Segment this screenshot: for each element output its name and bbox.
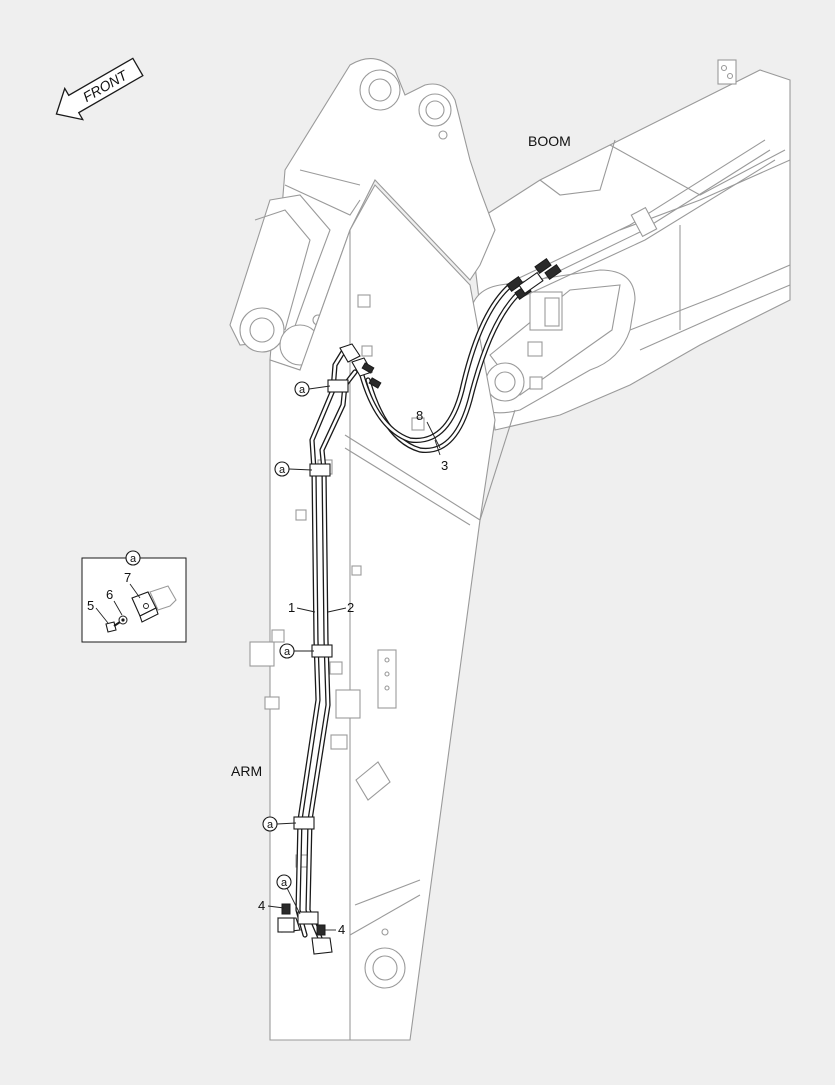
clamp-ghost [149,585,177,611]
front-arrow-icon [55,57,144,121]
clamp-callouts: a a a a a [262,381,331,915]
part-number-4-left: 4 [258,898,265,913]
part-number-1: 1 [288,600,295,615]
part-number-6: 6 [106,587,113,602]
callout-a: a [281,877,288,889]
detail-callout-a: a [130,553,137,565]
detail-inset: a 7 6 5 [81,550,187,643]
bolt [105,621,117,633]
arm-pipes [295,349,358,941]
machine-outline [229,58,791,1041]
arm-side-plate [229,194,331,346]
front-arrow: FRONT [55,57,144,121]
callout-a: a [299,384,306,396]
part-number-5: 5 [87,598,94,613]
pipe-clamps [293,379,349,925]
part-number-3: 3 [441,458,448,473]
part-number-2: 2 [347,600,354,615]
clamp [311,644,333,658]
callout-a: a [284,646,291,658]
clamp [309,463,331,477]
part-number-4-right: 4 [338,922,345,937]
clamp [327,379,349,393]
bottom-brackets [277,903,333,955]
boom-hose-bundle [514,139,776,299]
part-callouts: 1 2 8 3 4 4 [258,408,448,937]
boom-label: BOOM [528,133,571,149]
clamp [293,816,315,830]
clamp [297,911,319,925]
arm-label: ARM [231,763,262,779]
hoses [339,258,562,453]
callout-a: a [279,464,286,476]
part-number-8: 8 [416,408,423,423]
callout-a: a [267,819,274,831]
part-number-7: 7 [124,570,131,585]
